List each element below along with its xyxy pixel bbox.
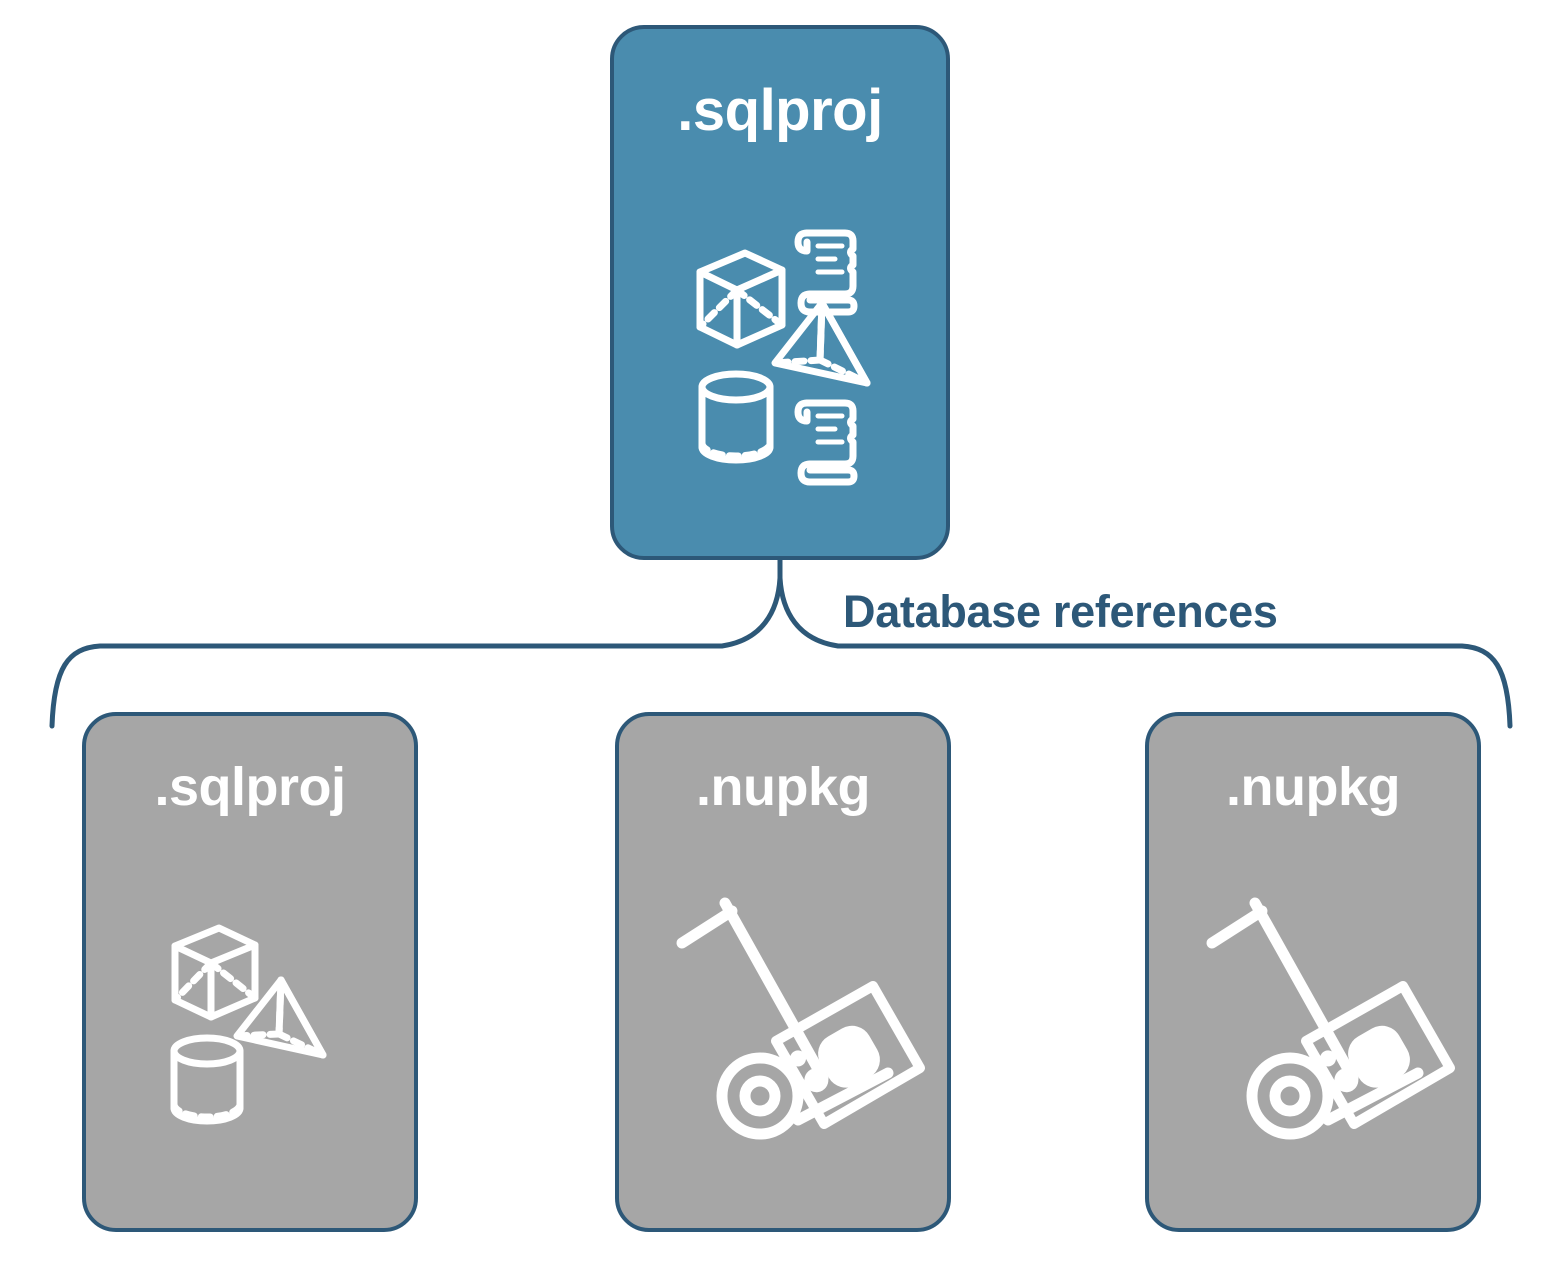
hand-truck-rail: [1249, 897, 1359, 1084]
nuget-logo-icon: [1320, 1025, 1410, 1093]
pyramid-icon: [233, 976, 327, 1059]
sqlproj-objects-icon: [170, 924, 327, 1125]
pyramid-icon: [771, 299, 871, 387]
cube-icon: [171, 924, 259, 1021]
node-title: .nupkg: [1226, 757, 1400, 817]
sqlproj-objects-icon: [696, 229, 871, 486]
cube-icon: [696, 249, 786, 349]
package-box: [771, 981, 925, 1129]
node-nupkg-reference-2[interactable]: .nupkg: [1145, 712, 1481, 1232]
hand-truck-wheel: [1246, 1052, 1334, 1140]
package-box: [1301, 981, 1455, 1129]
cylinder-icon: [170, 1034, 244, 1125]
node-icon-group: [614, 144, 946, 556]
hand-truck-handle: [676, 905, 738, 949]
hand-truck-package-icon: [676, 897, 925, 1140]
scroll-icon-top: [794, 229, 858, 316]
cylinder-icon: [698, 370, 774, 464]
node-icon-group: [619, 818, 947, 1228]
scroll-icon-bottom: [794, 399, 858, 486]
node-icon-group: [86, 818, 414, 1228]
node-icon-group: [1149, 818, 1477, 1228]
nuget-logo-icon: [790, 1025, 880, 1093]
hand-truck-wheel: [716, 1052, 804, 1140]
brace-left-arm: [49, 575, 783, 729]
connector-label: Database references: [843, 586, 1278, 637]
node-title: .sqlproj: [154, 757, 346, 817]
node-title: .nupkg: [696, 757, 870, 817]
hand-truck-rail: [719, 897, 829, 1084]
node-sqlproj-reference[interactable]: .sqlproj: [82, 712, 418, 1232]
hand-truck-handle: [1206, 905, 1268, 949]
node-title: .sqlproj: [677, 78, 883, 143]
hand-truck-package-icon: [1206, 897, 1455, 1140]
node-sqlproj-root[interactable]: .sqlproj: [610, 25, 950, 560]
node-nupkg-reference-1[interactable]: .nupkg: [615, 712, 951, 1232]
